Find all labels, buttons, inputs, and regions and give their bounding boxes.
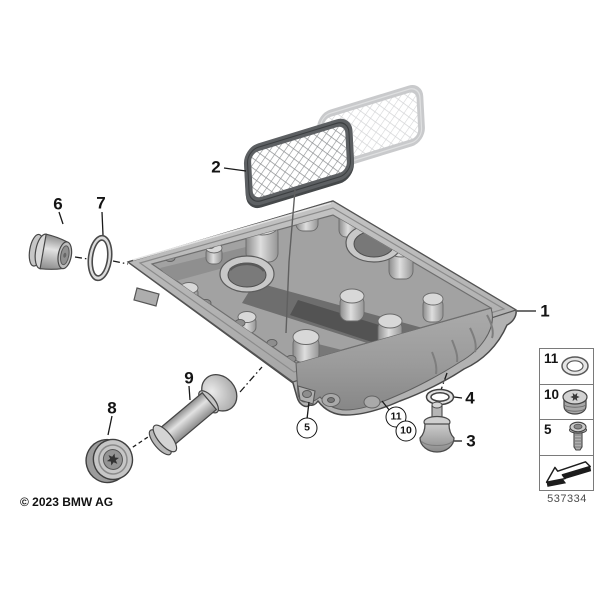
bolt-icon (569, 421, 587, 451)
drain-plug-part-illustration (419, 401, 455, 453)
oil-pump-bore (219, 255, 275, 293)
o-ring-part-illustration (87, 234, 113, 282)
callout-1[interactable]: 1 (540, 301, 550, 321)
callout-7[interactable]: 7 (96, 193, 106, 213)
legend-label-10: 10 (544, 386, 560, 402)
direction-arrow-icon (545, 460, 591, 487)
callout-2[interactable]: 2 (211, 157, 221, 177)
callout-8[interactable]: 8 (107, 398, 117, 418)
screw-plug-part-illustration (85, 438, 134, 484)
intake-screen-illustration (243, 118, 355, 209)
legend-label-5: 5 (544, 422, 552, 437)
seal-ring-part-illustration (425, 388, 455, 406)
diagram-number: 537334 (547, 493, 587, 505)
legend-row-10[interactable]: 10 (540, 385, 593, 420)
screw-plug-icon (562, 389, 588, 415)
oil-pan-illustration (126, 200, 518, 416)
dowel-pin-part-illustration (148, 374, 238, 456)
seal-ring-icon (561, 356, 589, 376)
callout-3[interactable]: 3 (466, 431, 476, 451)
copyright-notice: © 2023 BMW AG (20, 495, 114, 509)
callout-6[interactable]: 6 (53, 194, 63, 214)
callout-5-circled[interactable]: 5 (296, 417, 318, 439)
screen-position-line (285, 189, 296, 334)
legend-row-11[interactable]: 11 (540, 349, 593, 385)
legend-box: 11 10 5 (539, 348, 594, 491)
legend-row-5[interactable]: 5 (540, 420, 593, 456)
callout-10-circled[interactable]: 10 (395, 420, 417, 442)
plug-part-illustration (28, 233, 73, 270)
callout-9[interactable]: 9 (184, 368, 194, 388)
legend-label-11: 11 (544, 351, 559, 366)
callout-4[interactable]: 4 (465, 388, 475, 408)
legend-row-direction[interactable] (540, 456, 593, 491)
